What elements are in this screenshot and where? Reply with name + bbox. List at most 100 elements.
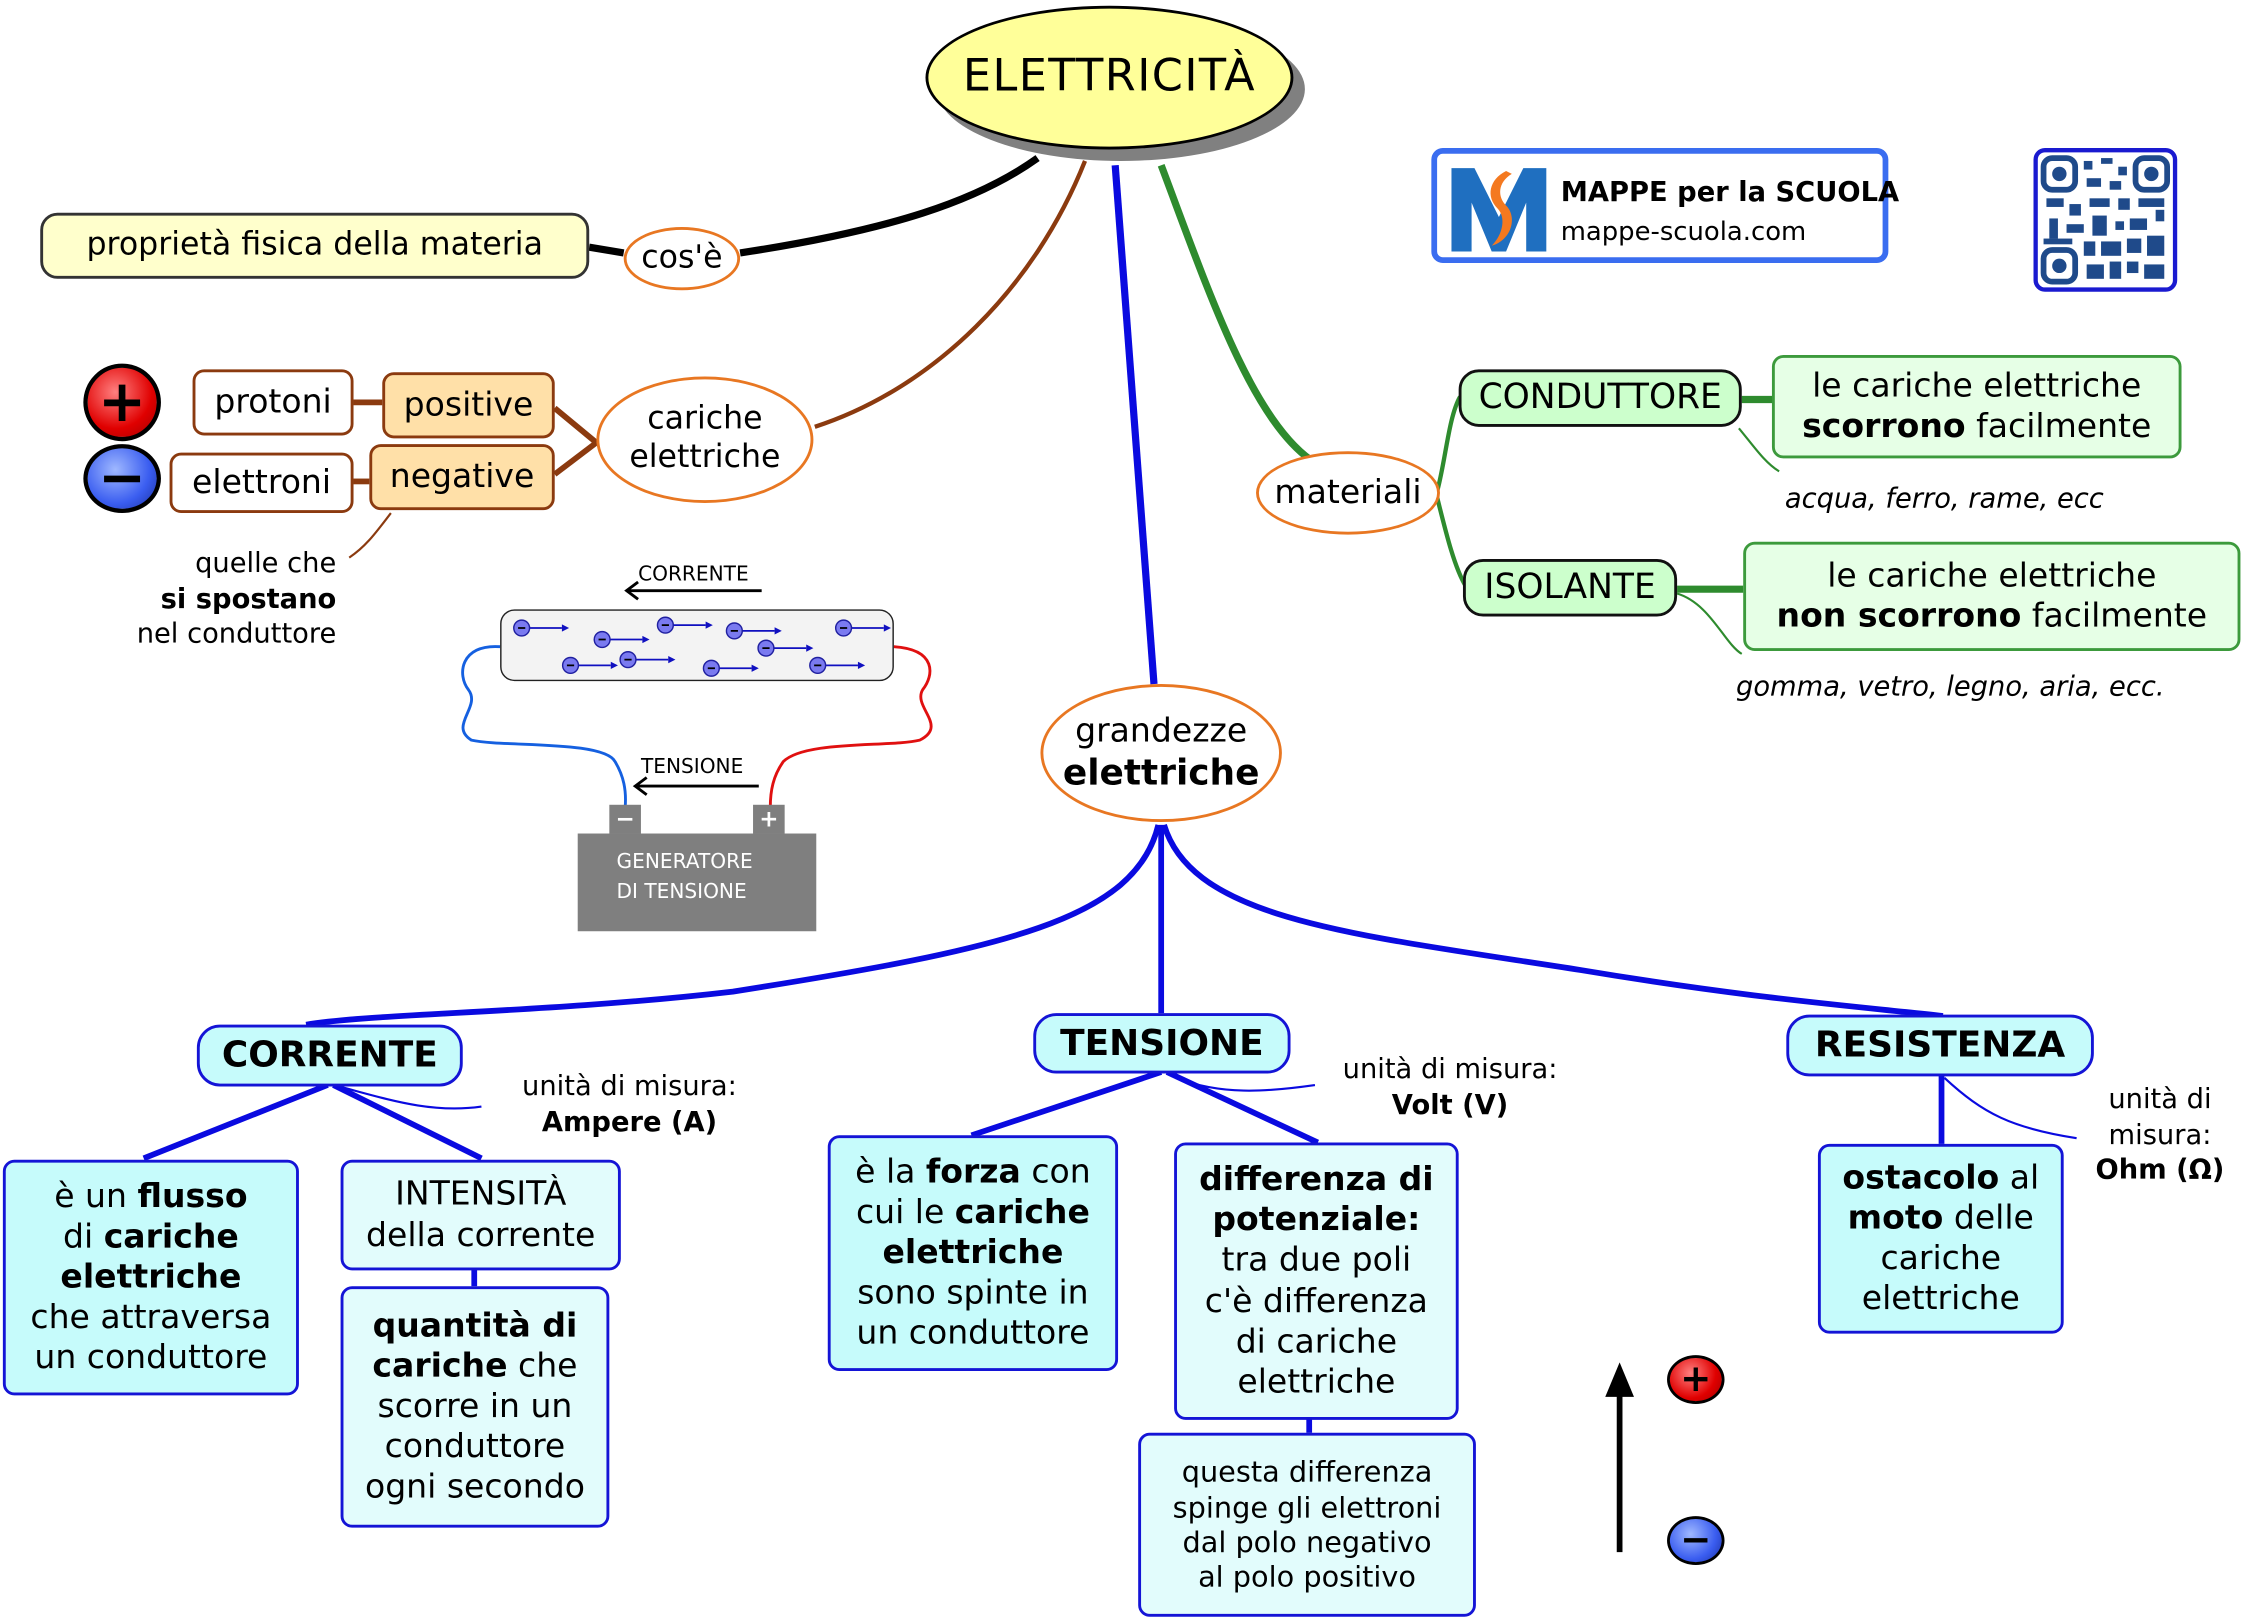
potential-p3: di cariche (1235, 1322, 1398, 1361)
quantities-hub-line1: grandezze (1075, 712, 1248, 750)
resistance-def-node[interactable]: ostacolo al moto delle cariche elettrich… (1817, 1143, 2064, 1334)
brand-site[interactable]: mappe-scuola.com (1560, 217, 1807, 248)
voltage-node[interactable]: TENSIONE (1033, 1013, 1291, 1074)
voltage-def-line1: è la forza con (855, 1152, 1091, 1192)
link-negative-note (348, 512, 392, 559)
current-def-b1: flusso (137, 1178, 248, 1216)
materials-hub-node[interactable]: materiali (1256, 451, 1440, 535)
link-voltage-unit (1175, 1076, 1316, 1092)
minus-charge-icon: − (83, 444, 161, 514)
potential-b1: differenza di (1199, 1161, 1434, 1200)
brand-logo[interactable]: MAPPE per la SCUOLA mappe-scuola.com (1431, 148, 1899, 263)
wire-negative (461, 645, 627, 808)
protoni-label: protoni (214, 383, 332, 422)
root-node[interactable]: ELETTRICITÀ (925, 5, 1294, 150)
voltage-def-p4: sono spinte in (857, 1274, 1089, 1313)
resistance-def-b1: ostacolo (1842, 1159, 2000, 1197)
link-current-def (142, 1082, 329, 1161)
current-node[interactable]: CORRENTE (196, 1024, 463, 1087)
resistance-def-b2: moto (1847, 1199, 1944, 1238)
circuit-voltage-label: TENSIONE (640, 755, 744, 779)
link-resistance-unit (1943, 1077, 2077, 1140)
voltage-def-node[interactable]: è la forza con cui le cariche elettriche… (827, 1135, 1119, 1371)
potential-p1: tra due poli (1221, 1242, 1412, 1280)
voltage-def-line2: cui le cariche (856, 1193, 1090, 1233)
intensity-def-b2: cariche (372, 1347, 508, 1386)
generator-plus-terminal: + (753, 804, 785, 834)
electron-icon (834, 619, 892, 637)
wire-positive (768, 645, 933, 808)
qr-code-pattern (2040, 155, 2171, 285)
push-node[interactable]: questa differenza spinge gli elettroni d… (1138, 1432, 1476, 1617)
insulator-desc-bold: non scorrono (1776, 597, 2022, 636)
electron-icon (593, 630, 650, 649)
polarity-plus-icon: + (1667, 1355, 1725, 1405)
resistance-def-line1: ostacolo al (1842, 1158, 2039, 1198)
voltage-def-p1: è la (855, 1153, 926, 1192)
link-quantities-resistance (1161, 824, 1944, 1019)
link-definition-cose (588, 243, 625, 257)
resistance-title: RESISTENZA (1814, 1023, 2066, 1066)
conductor-desc-rest: facilmente (1965, 408, 2152, 446)
current-unit-note: unità di misura: Ampere (A) (489, 1069, 771, 1140)
intensity-def-node[interactable]: quantità di cariche che scorre in un con… (340, 1286, 610, 1528)
electron-icon (656, 616, 713, 634)
polarity-minus-symbol: − (1680, 1519, 1712, 1563)
circuit-current-label: CORRENTE (638, 563, 749, 587)
cose-node[interactable]: cos'è (623, 227, 741, 291)
resistance-unit: Ohm (Ω) (2095, 1154, 2225, 1187)
electron-icon (619, 651, 676, 669)
insulator-desc-rest: facilmente (2021, 597, 2208, 636)
brand-name: MAPPE per la SCUOLA (1560, 176, 1900, 209)
protoni-node[interactable]: protoni (192, 369, 354, 436)
polarity-arrow-head (1605, 1362, 1634, 1397)
elettroni-node[interactable]: elettroni (169, 452, 354, 514)
generator-minus-terminal: − (609, 804, 641, 834)
positive-label: positive (403, 386, 534, 424)
conductor-desc-line2: scorrono facilmente (1802, 407, 2151, 447)
voltage-unit-label: unità di misura: (1342, 1053, 1558, 1086)
definition-node[interactable]: proprietà fisica della materia (40, 212, 590, 279)
electrons-group (513, 616, 892, 677)
link-quantities-current (305, 824, 1162, 1028)
conductor-node[interactable]: CONDUTTORE (1458, 369, 1742, 427)
intensity-line1: INTENSITÀ (395, 1176, 567, 1214)
link-conductor-examples (1738, 427, 1780, 473)
quantities-hub-node[interactable]: grandezze elettriche (1040, 684, 1282, 823)
charges-note-line3: nel conduttore (136, 618, 337, 651)
intensity-def-p4: ogni secondo (364, 1468, 585, 1507)
brand-m-icon (1451, 168, 1547, 252)
cose-label: cos'è (641, 239, 723, 276)
resistance-def-p2: delle (1943, 1199, 2034, 1238)
intensity-node[interactable]: INTENSITÀ della corrente (340, 1159, 621, 1271)
charges-note: quelle che si spostano nel conduttore (86, 546, 337, 652)
negative-node[interactable]: negative (369, 444, 555, 511)
electron-icon (702, 659, 759, 677)
current-def-p2: di (63, 1218, 104, 1256)
resistance-node[interactable]: RESISTENZA (1786, 1014, 2094, 1077)
current-def-node[interactable]: è un flusso di cariche elettriche che at… (2, 1159, 299, 1396)
voltage-generator: GENERATORE DI TENSIONE (577, 833, 817, 932)
electron-icon (513, 619, 570, 637)
potential-node[interactable]: differenza di potenziale: tra due poli c… (1174, 1142, 1459, 1420)
positive-node[interactable]: positive (382, 372, 555, 439)
electron-icon (809, 656, 866, 674)
potential-b2: potenziale: (1212, 1201, 1421, 1240)
push-line4: al polo positivo (1198, 1559, 1416, 1595)
resistance-def-line2: moto delle (1848, 1198, 2034, 1238)
polarity-minus-icon: − (1667, 1516, 1725, 1566)
voltage-unit-note: unità di misura: Volt (V) (1316, 1052, 1583, 1123)
voltage-def-b1: forza (925, 1153, 1021, 1192)
polarity-plus-symbol: + (1680, 1358, 1712, 1402)
charges-hub-node[interactable]: cariche elettriche (596, 376, 814, 503)
push-line1: questa differenza (1181, 1454, 1433, 1490)
voltage-unit: Volt (V) (1391, 1088, 1509, 1121)
link-materials-insulator (1435, 496, 1468, 588)
conductor-desc-node[interactable]: le cariche elettriche scorrono facilment… (1771, 354, 2182, 459)
insulator-node[interactable]: ISOLANTE (1462, 559, 1678, 617)
qr-code-icon[interactable] (2033, 148, 2178, 292)
current-def-p4: un conduttore (34, 1339, 268, 1377)
conductor-wire (500, 609, 894, 682)
insulator-desc-node[interactable]: le cariche elettriche non scorrono facil… (1743, 541, 2241, 652)
